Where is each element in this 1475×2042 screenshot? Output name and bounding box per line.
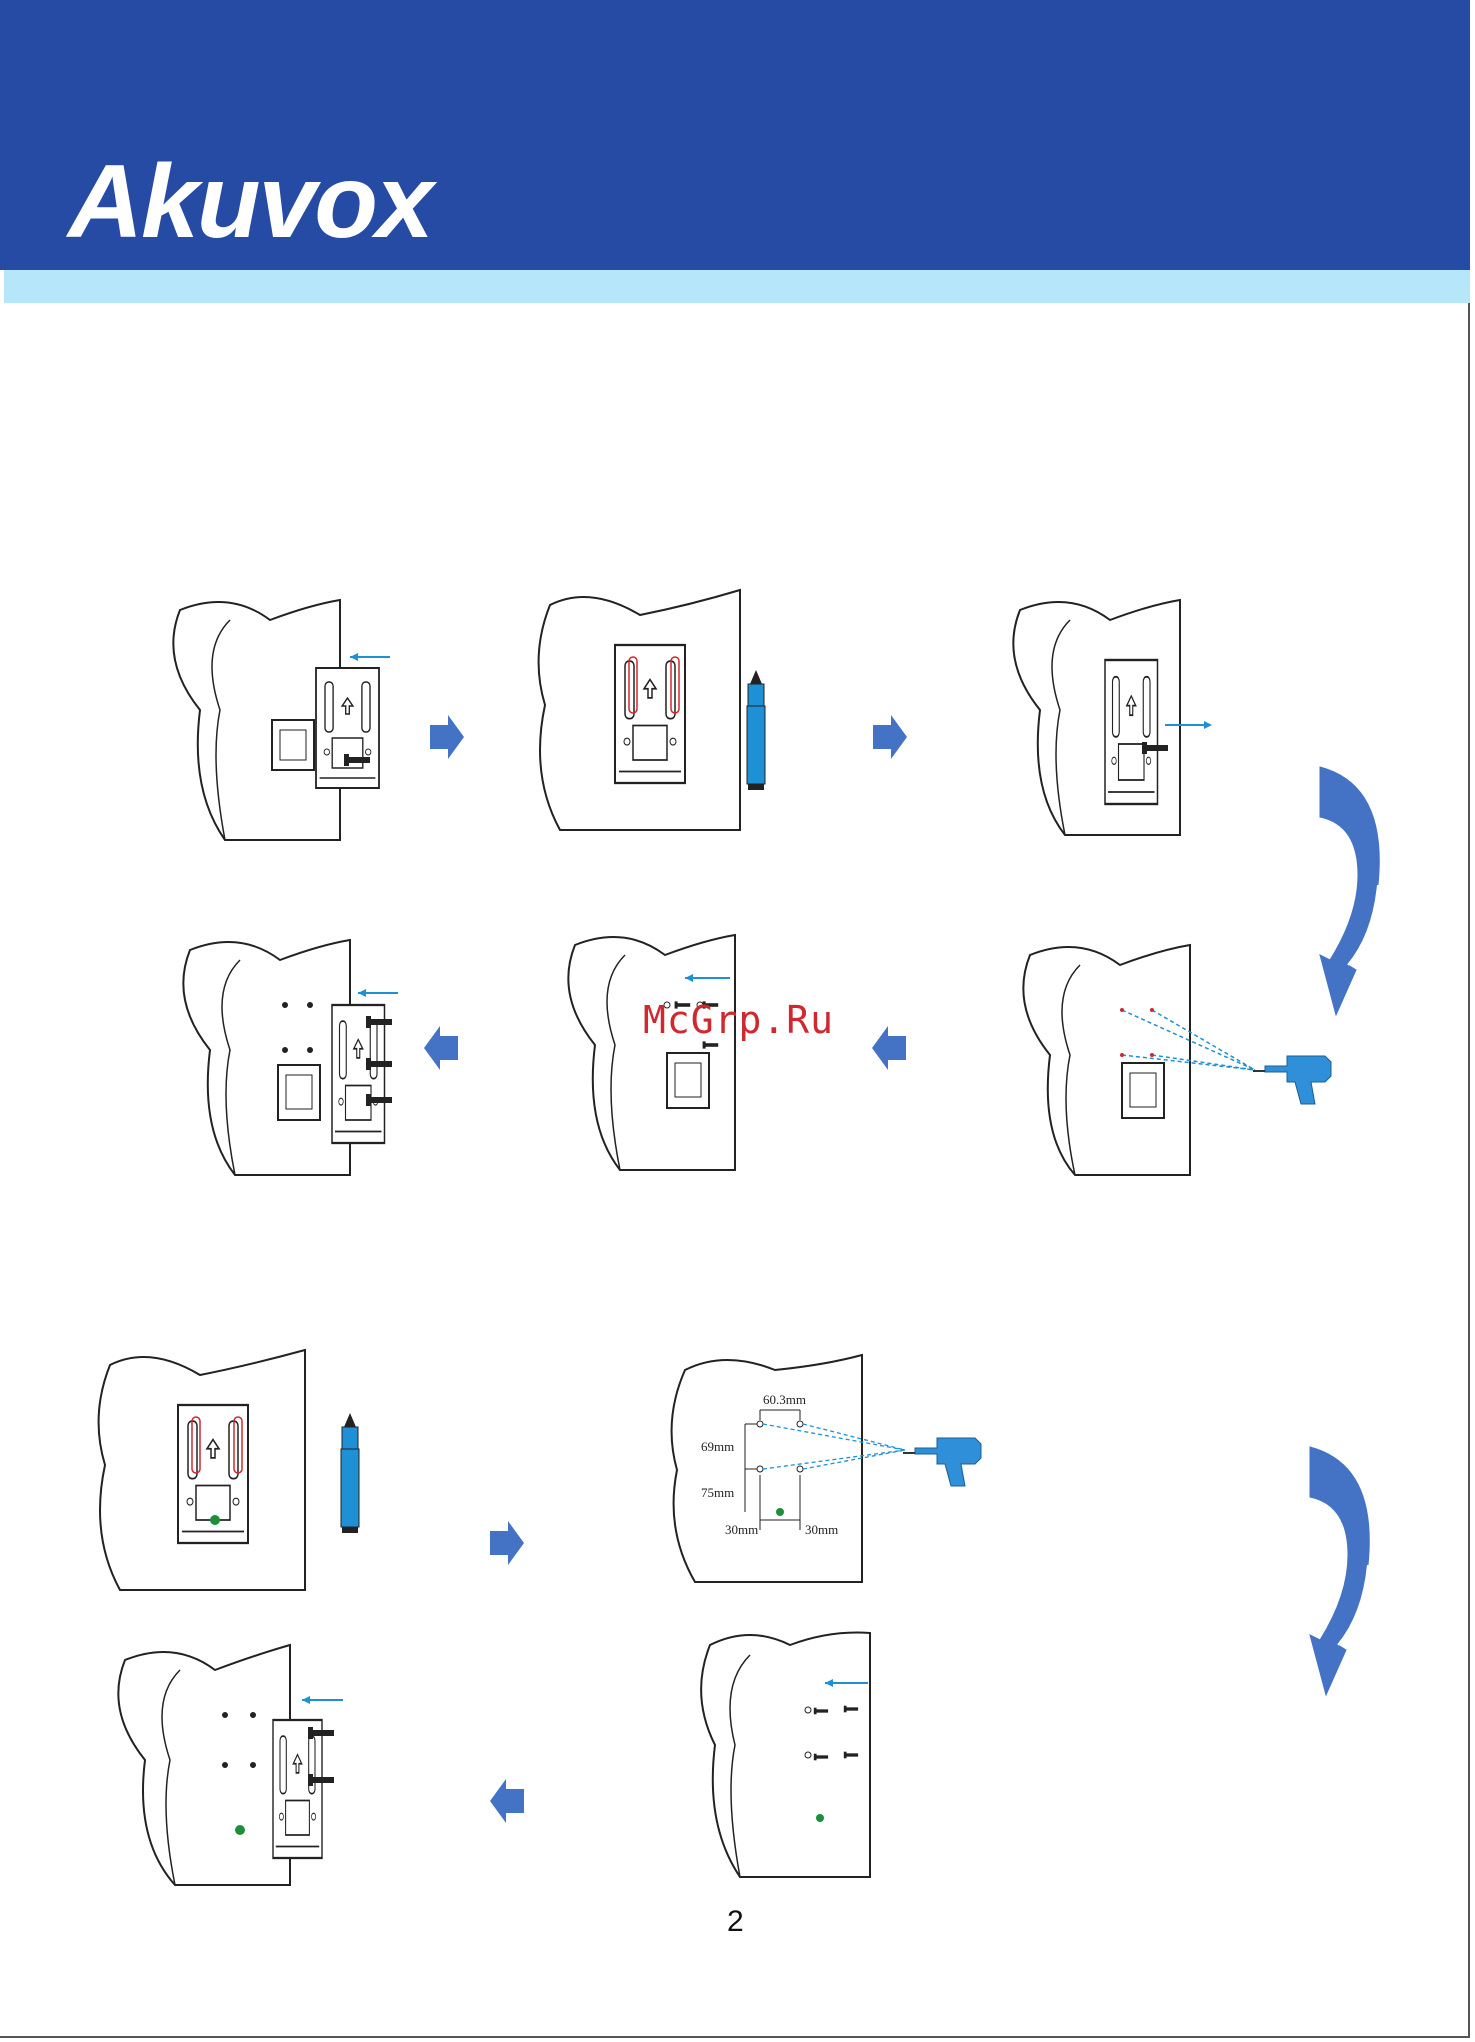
step-7-figure — [90, 1345, 380, 1595]
header-band: Akuvox — [0, 0, 1470, 270]
step-3-figure — [1000, 590, 1230, 840]
page-number: 2 — [727, 1905, 744, 1939]
step-6-figure — [170, 930, 410, 1180]
curved-arrow-icon — [1308, 1445, 1374, 1700]
step-arrow-icon — [872, 1025, 908, 1073]
dim-bottom-left: 30mm — [725, 1522, 758, 1537]
step-8-figure: 60.3mm 69mm 75mm 30mm 30mm — [665, 1350, 965, 1590]
step-5-figure — [555, 925, 795, 1175]
step-4-figure — [1010, 935, 1340, 1185]
step-arrow-icon — [873, 714, 909, 762]
step-1-figure — [160, 590, 400, 840]
watermark-text: McGrp.Ru — [643, 998, 834, 1042]
step-arrow-icon — [490, 1778, 526, 1826]
dim-bottom-right: 30mm — [805, 1522, 838, 1537]
step-arrow-icon — [424, 1025, 460, 1073]
step-10-figure — [105, 1640, 365, 1900]
akuvox-logo: Akuvox — [68, 150, 432, 254]
step-arrow-icon — [490, 1520, 526, 1568]
dim-top-spacing: 60.3mm — [763, 1392, 806, 1407]
drill-icon — [1253, 1056, 1331, 1104]
dim-left-lower: 75mm — [701, 1485, 734, 1500]
step-9-figure — [690, 1625, 890, 1890]
step-2-figure — [530, 585, 790, 835]
header-stripe — [4, 270, 1470, 303]
dim-left-upper: 69mm — [701, 1439, 734, 1454]
marker-pen-icon — [747, 670, 765, 790]
marker-pen-icon — [341, 1413, 359, 1533]
step-arrow-icon — [430, 714, 466, 762]
